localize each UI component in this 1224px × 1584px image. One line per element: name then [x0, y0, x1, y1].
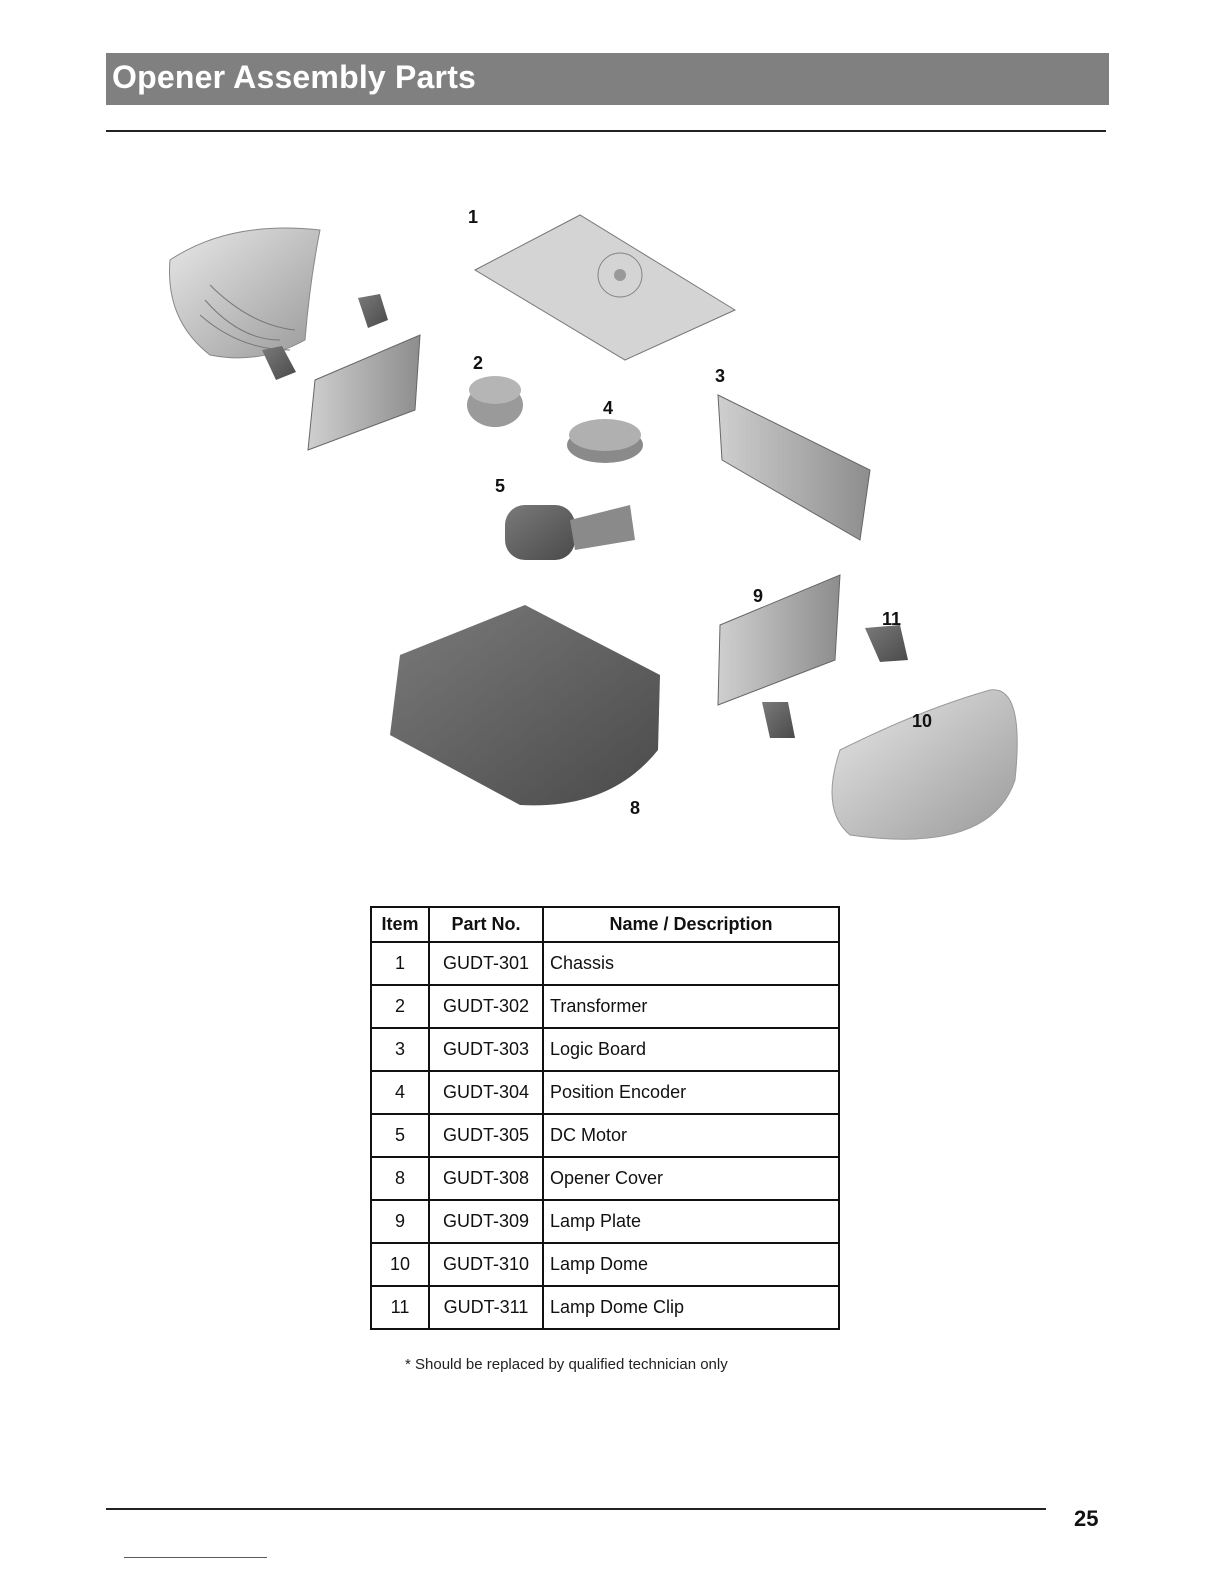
cell-part-no: GUDT-301	[428, 941, 544, 986]
cell-part-no: GUDT-311	[428, 1285, 544, 1330]
callout-8: 8	[630, 798, 640, 818]
cell-name: Lamp Dome Clip	[542, 1285, 840, 1330]
opener-cover-part	[390, 605, 660, 806]
cell-item: 1	[370, 941, 430, 986]
header-item: Item	[370, 906, 430, 943]
table-footnote: * Should be replaced by qualified techni…	[405, 1356, 728, 1373]
cell-name: DC Motor	[542, 1113, 840, 1158]
cell-item: 4	[370, 1070, 430, 1115]
cell-item: 8	[370, 1156, 430, 1201]
cell-part-no: GUDT-309	[428, 1199, 544, 1244]
callout-11: 11	[882, 609, 901, 629]
callout-10: 10	[912, 711, 932, 731]
cell-part-no: GUDT-308	[428, 1156, 544, 1201]
table-row: 11 GUDT-311 Lamp Dome Clip	[370, 1285, 840, 1330]
cell-name: Chassis	[542, 941, 840, 986]
position-encoder-part	[567, 419, 643, 463]
lamp-dome-part	[831, 689, 1018, 840]
cell-name: Logic Board	[542, 1027, 840, 1072]
page-number: 25	[1074, 1506, 1099, 1531]
cell-name: Opener Cover	[542, 1156, 840, 1201]
dc-motor-part	[505, 505, 635, 560]
callout-3: 3	[715, 366, 725, 386]
cell-item: 2	[370, 984, 430, 1029]
table-row: 10 GUDT-310 Lamp Dome	[370, 1242, 840, 1287]
clip-part	[262, 346, 296, 380]
lamp-dome-clip-part	[865, 625, 908, 662]
table-row: 9 GUDT-309 Lamp Plate	[370, 1199, 840, 1244]
cell-name: Lamp Dome	[542, 1242, 840, 1287]
header-name-description: Name / Description	[542, 906, 840, 943]
callout-2: 2	[473, 353, 483, 373]
link-underline	[124, 1557, 267, 1558]
parts-table: Item Part No. Name / Description 1 GUDT-…	[370, 906, 840, 1330]
section-title-bar: Opener Assembly Parts	[106, 53, 1109, 105]
table-row: 1 GUDT-301 Chassis	[370, 941, 840, 986]
table-row: 4 GUDT-304 Position Encoder	[370, 1070, 840, 1115]
rear-cover-part	[169, 227, 321, 359]
cell-part-no: GUDT-302	[428, 984, 544, 1029]
callout-9: 9	[753, 586, 763, 606]
callout-5: 5	[495, 476, 505, 496]
table-row: 2 GUDT-302 Transformer	[370, 984, 840, 1029]
table-header-row: Item Part No. Name / Description	[370, 906, 840, 943]
clip-part	[358, 294, 388, 328]
cell-part-no: GUDT-304	[428, 1070, 544, 1115]
callout-1: 1	[468, 207, 478, 227]
bottom-divider	[106, 1508, 1046, 1510]
cell-name: Lamp Plate	[542, 1199, 840, 1244]
cell-item: 5	[370, 1113, 430, 1158]
cell-name: Transformer	[542, 984, 840, 1029]
cell-item: 3	[370, 1027, 430, 1072]
section-title: Opener Assembly Parts	[112, 59, 477, 95]
table-row: 5 GUDT-305 DC Motor	[370, 1113, 840, 1158]
chassis-part	[473, 214, 737, 361]
cell-part-no: GUDT-305	[428, 1113, 544, 1158]
lamp-plate-part	[717, 574, 841, 706]
table-row: 8 GUDT-308 Opener Cover	[370, 1156, 840, 1201]
logic-board-part	[717, 394, 871, 541]
top-divider	[106, 130, 1106, 132]
cell-part-no: GUDT-310	[428, 1242, 544, 1287]
table-row: 3 GUDT-303 Logic Board	[370, 1027, 840, 1072]
header-part-no: Part No.	[428, 906, 544, 943]
transformer-part	[467, 376, 523, 427]
cell-item: 9	[370, 1199, 430, 1244]
cell-part-no: GUDT-303	[428, 1027, 544, 1072]
exploded-parts-diagram: 1 2 3 4 5 8 9 10 11	[169, 207, 1018, 840]
lamp-dome-clip-part	[762, 702, 795, 738]
board-plate-left	[307, 334, 421, 451]
cell-item: 11	[370, 1285, 430, 1330]
callout-4: 4	[603, 398, 613, 418]
cell-item: 10	[370, 1242, 430, 1287]
cell-name: Position Encoder	[542, 1070, 840, 1115]
